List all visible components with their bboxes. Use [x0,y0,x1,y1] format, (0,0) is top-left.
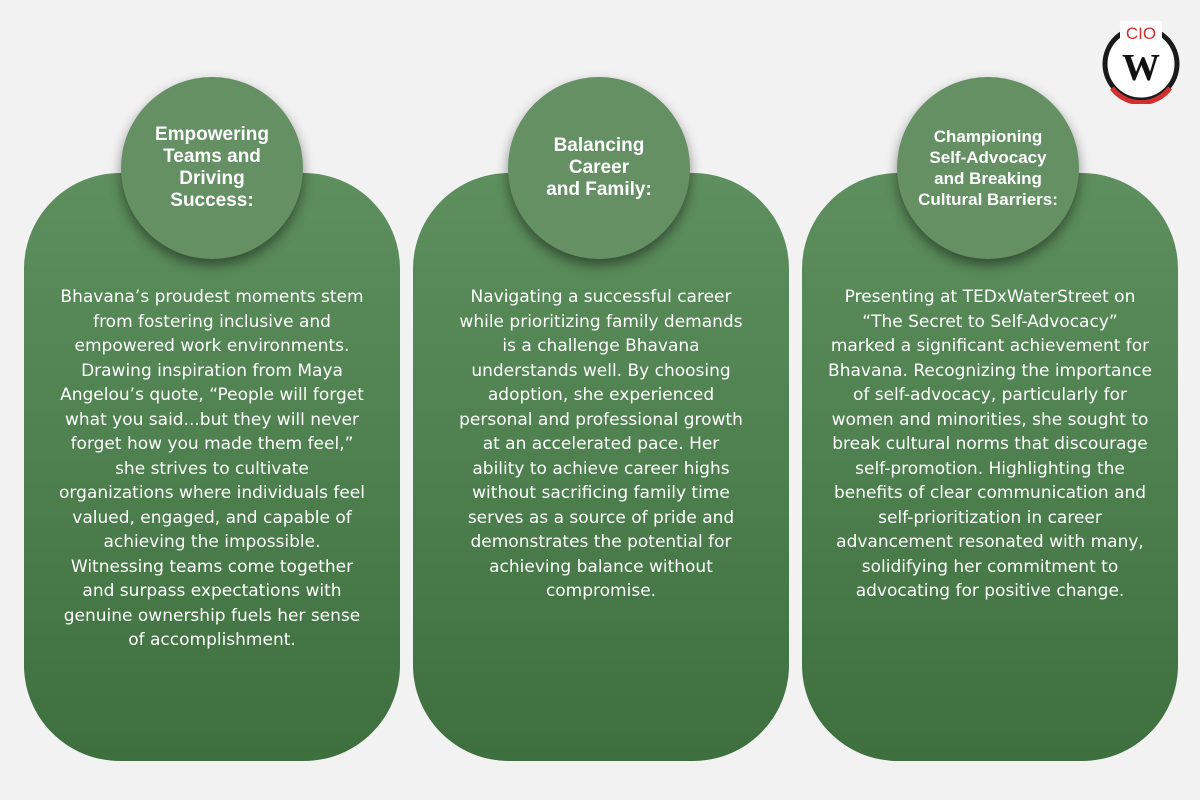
logo-center-text: W [1122,47,1160,89]
card-title: Championing Self-Advocacy and Breaking C… [918,127,1058,209]
title-circle-championing: Championing Self-Advocacy and Breaking C… [897,77,1079,259]
title-circle-balancing: Balancing Career and Family: [508,77,690,259]
card-title: Balancing Career and Family: [546,135,652,200]
card-empowering-teams: Bhavana’s proudest moments stem from fos… [24,173,400,761]
title-circle-empowering: Empowering Teams and Driving Success: [121,77,303,259]
cio-women-logo-icon: CIO W [1102,21,1180,104]
card-self-advocacy: Presenting at TEDxWaterStreet on “The Se… [802,173,1178,761]
logo-top-text: CIO [1126,24,1156,43]
card-body-text: Presenting at TEDxWaterStreet on “The Se… [828,287,1152,601]
card-balancing-career: Navigating a successful career while pri… [413,173,789,761]
card-body-text: Navigating a successful career while pri… [459,287,743,601]
card-title: Empowering Teams and Driving Success: [154,124,269,211]
card-body-text: Bhavana’s proudest moments stem from fos… [59,287,365,650]
